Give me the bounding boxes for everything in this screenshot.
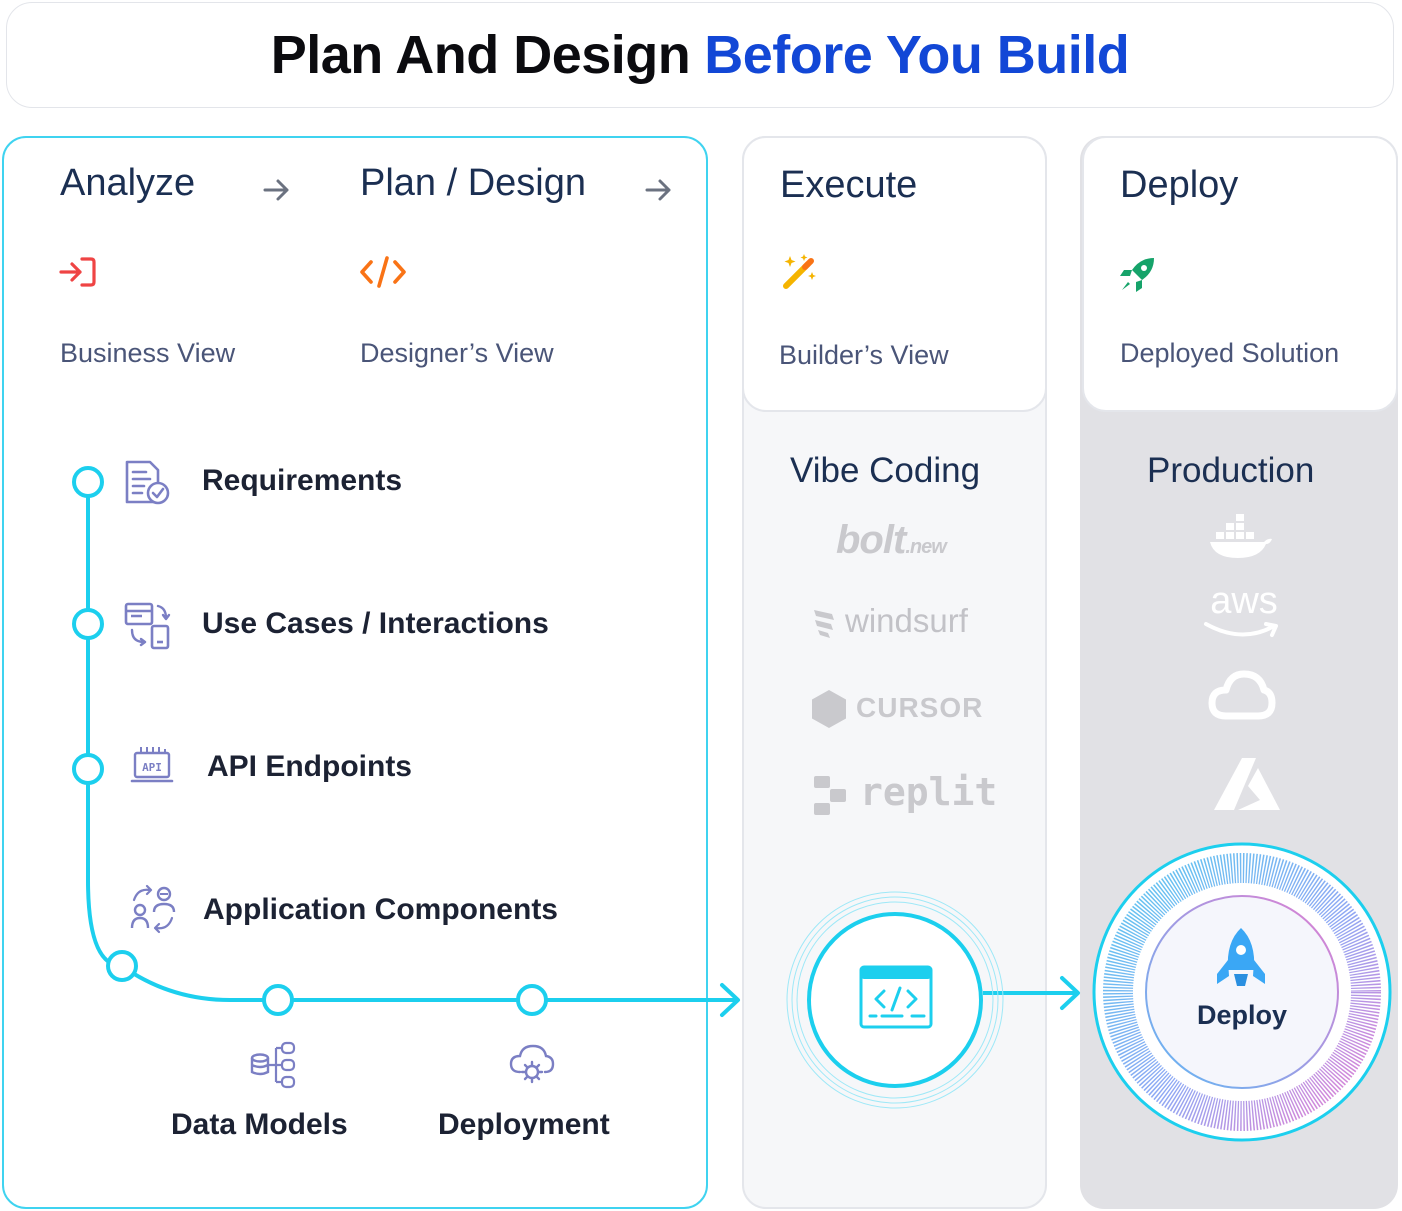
flow-node bbox=[106, 950, 138, 982]
flow-node bbox=[262, 984, 294, 1016]
analyze-title: Analyze bbox=[60, 162, 196, 204]
aws-logo-text: aws bbox=[1210, 580, 1278, 622]
windsurf-logo-text: windsurf bbox=[845, 602, 968, 639]
plan-design-panel bbox=[2, 136, 708, 1209]
database-icon bbox=[250, 1041, 296, 1089]
bolt-logo-main: bolt bbox=[836, 518, 906, 562]
flow-node bbox=[72, 608, 104, 640]
code-window-icon bbox=[859, 965, 933, 1029]
builder-view-label: Builder’s View bbox=[779, 340, 949, 370]
google-cloud-icon bbox=[1208, 670, 1276, 720]
replit-logo-text: replit bbox=[860, 770, 998, 814]
magic-wand-icon bbox=[783, 254, 816, 289]
bolt-logo-suffix: .new bbox=[905, 536, 946, 558]
arrow-right-icon bbox=[263, 179, 289, 201]
deploy-title: Deploy bbox=[1120, 164, 1239, 206]
step-api-endpoints: API Endpoints bbox=[207, 750, 412, 783]
title-main: Plan And Design bbox=[270, 25, 691, 85]
docker-logo-icon bbox=[1210, 514, 1272, 558]
rocket-icon bbox=[1120, 258, 1154, 292]
svg-text:API: API bbox=[142, 761, 162, 774]
aws-smile-icon bbox=[1204, 622, 1278, 637]
components-icon bbox=[130, 884, 176, 934]
designer-view-label: Designer’s View bbox=[360, 338, 554, 368]
code-icon bbox=[360, 256, 406, 288]
cursor-logo-text: CURSOR bbox=[856, 692, 984, 723]
replit-logo-icon bbox=[814, 776, 846, 815]
cloud-gear-icon bbox=[509, 1044, 555, 1084]
deployed-solution-label: Deployed Solution bbox=[1120, 338, 1340, 368]
flow-node bbox=[72, 753, 104, 785]
requirements-doc-icon bbox=[125, 460, 170, 505]
step-application-components: Application Components bbox=[203, 893, 558, 926]
bolt-logo: bolt.new bbox=[836, 518, 947, 563]
step-data-models: Data Models bbox=[171, 1108, 348, 1141]
page-title: Plan And Design Before You Build bbox=[6, 2, 1394, 108]
vibe-coding-heading: Vibe Coding bbox=[790, 451, 981, 490]
business-view-label: Business View bbox=[60, 338, 236, 368]
deploy-button[interactable]: Deploy bbox=[1196, 1000, 1288, 1030]
use-cases-icon bbox=[124, 602, 171, 650]
plan-design-title: Plan / Design bbox=[360, 162, 587, 204]
title-accent: Before You Build bbox=[704, 25, 1130, 85]
flow-node bbox=[72, 466, 104, 498]
production-heading: Production bbox=[1147, 451, 1315, 490]
login-icon bbox=[59, 257, 96, 287]
deploy-circle bbox=[1092, 842, 1392, 1142]
step-deployment: Deployment bbox=[438, 1108, 610, 1141]
execute-title: Execute bbox=[780, 164, 918, 206]
azure-logo-icon bbox=[1214, 758, 1280, 810]
flow-node bbox=[516, 984, 548, 1016]
windsurf-logo-icon bbox=[814, 610, 834, 638]
deploy-card bbox=[1082, 136, 1398, 412]
step-use-cases: Use Cases / Interactions bbox=[202, 607, 549, 640]
api-icon: API bbox=[130, 747, 174, 783]
execute-card bbox=[742, 136, 1047, 412]
arrow-right-icon bbox=[645, 179, 671, 201]
deploy-rocket-icon bbox=[1217, 928, 1265, 986]
cursor-logo-icon bbox=[812, 690, 846, 728]
step-requirements: Requirements bbox=[202, 464, 403, 497]
